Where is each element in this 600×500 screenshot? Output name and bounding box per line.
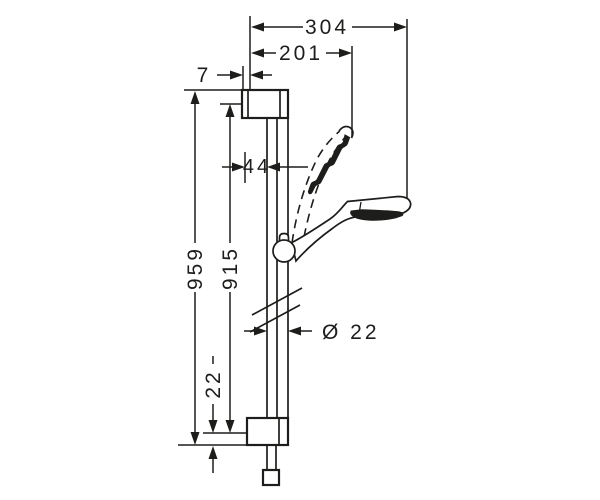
- dimension-959: 959: [184, 91, 207, 445]
- arrowhead-left-icon: [267, 162, 280, 172]
- dimension-44: 44: [222, 156, 308, 178]
- hose-nut: [261, 468, 281, 487]
- dimension-7: 7: [197, 64, 272, 87]
- arrowhead-left-icon: [250, 70, 263, 80]
- extension-lines: [178, 16, 408, 446]
- arrowhead-left-icon: [251, 22, 264, 32]
- hand-shower-solid: [289, 195, 412, 263]
- arrowhead-down-icon: [225, 420, 235, 433]
- slider-holder: [272, 232, 296, 263]
- pipe-break-marks: [249, 287, 303, 333]
- arrowhead-up-icon: [208, 446, 218, 459]
- dimension-44-label: 44: [243, 156, 271, 178]
- dimension-201: 201: [251, 42, 352, 65]
- dimension-201-label: 201: [279, 42, 323, 65]
- dimension-22-label: 22: [202, 369, 225, 398]
- shower-spray-face: [350, 209, 404, 221]
- dashed-handle-outer-edge: [291, 129, 342, 244]
- dimension-304-label: 304: [305, 16, 349, 39]
- dashed-handle-inner-edge: [303, 135, 347, 238]
- dimension-22: 22: [202, 356, 225, 473]
- arrowhead-right-icon: [339, 48, 352, 58]
- dimension-diameter-22-label: Ø 22: [322, 321, 380, 344]
- hose-end: [261, 445, 281, 487]
- arrowhead-left-icon: [251, 48, 264, 58]
- dimension-7-label: 7: [197, 64, 212, 87]
- arrowhead-right-icon: [230, 70, 243, 80]
- slider-knob: [272, 239, 296, 263]
- top-wall-bracket: [240, 88, 290, 120]
- dimension-915-label: 915: [219, 246, 242, 290]
- hand-shower-body: [289, 195, 412, 263]
- break-mark-lower: [249, 304, 301, 333]
- dimension-915: 915: [219, 104, 242, 433]
- arrowhead-down-icon: [190, 432, 200, 445]
- top-bracket-body: [240, 88, 290, 120]
- dimension-959-label: 959: [184, 246, 207, 290]
- break-mark-upper: [251, 287, 303, 316]
- arrowhead-right-icon: [232, 162, 245, 172]
- dashed-shower-head-tip: [338, 125, 354, 139]
- arrowhead-left-icon: [288, 326, 301, 336]
- dimension-304: 304: [251, 16, 407, 39]
- arrowhead-up-icon: [190, 91, 200, 104]
- hand-shower-pivoted-dashed: [291, 125, 354, 244]
- dashed-shower-spray-face: [307, 129, 352, 195]
- arrowhead-right-icon: [254, 326, 267, 336]
- bottom-wall-bracket: [245, 416, 290, 447]
- head-handle-seam: [358, 201, 362, 215]
- arrowhead-up-icon: [225, 104, 235, 117]
- bottom-bracket-body: [245, 416, 290, 447]
- arrowhead-right-icon: [394, 22, 407, 32]
- arrowhead-down-icon: [208, 420, 218, 433]
- dimension-diameter-22: Ø 22: [244, 321, 380, 344]
